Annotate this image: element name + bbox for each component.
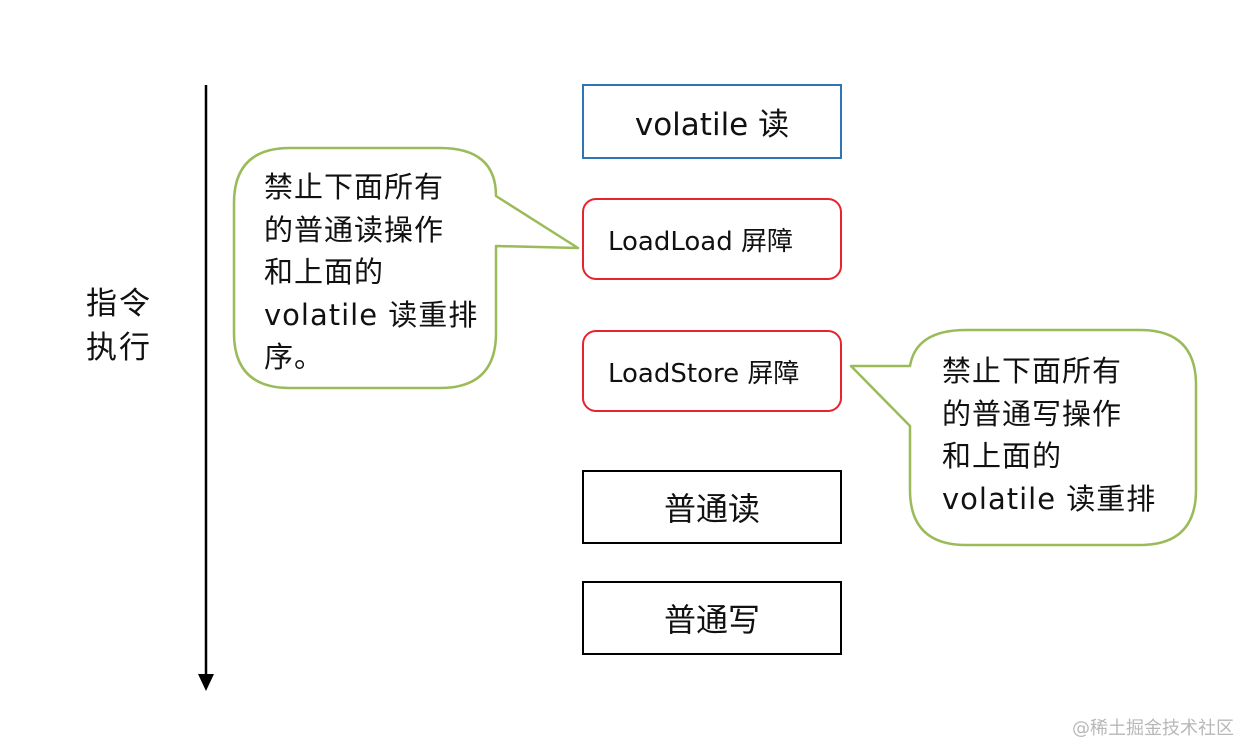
normal-write-box: 普通写 bbox=[582, 581, 842, 655]
watermark: @稀土掘金技术社区 bbox=[1072, 718, 1234, 739]
normal-read-box: 普通读 bbox=[582, 470, 842, 544]
loadstore-barrier-box: LoadStore 屏障 bbox=[582, 330, 842, 412]
normal-write-label: 普通写 bbox=[663, 601, 760, 639]
left-callout-bubble bbox=[232, 146, 580, 390]
execution-order-label: 指令 执行 bbox=[86, 286, 152, 366]
right-callout-text: 禁止下面所有 的普通写操作 和上面的 volatile 读重排 bbox=[942, 354, 1157, 516]
volatile-read-box: volatile 读 bbox=[582, 84, 842, 159]
loadload-barrier-box: LoadLoad 屏障 bbox=[582, 198, 842, 280]
left-callout-text: 禁止下面所有 的普通读操作 和上面的 volatile 读重排 序。 bbox=[264, 170, 479, 374]
right-callout-bubble bbox=[849, 328, 1198, 547]
normal-read-label: 普通读 bbox=[663, 490, 760, 528]
loadload-barrier-label: LoadLoad 屏障 bbox=[608, 226, 794, 257]
arrow-head-icon bbox=[198, 674, 214, 691]
loadstore-barrier-label: LoadStore 屏障 bbox=[608, 358, 800, 389]
volatile-read-label: volatile 读 bbox=[634, 107, 790, 143]
